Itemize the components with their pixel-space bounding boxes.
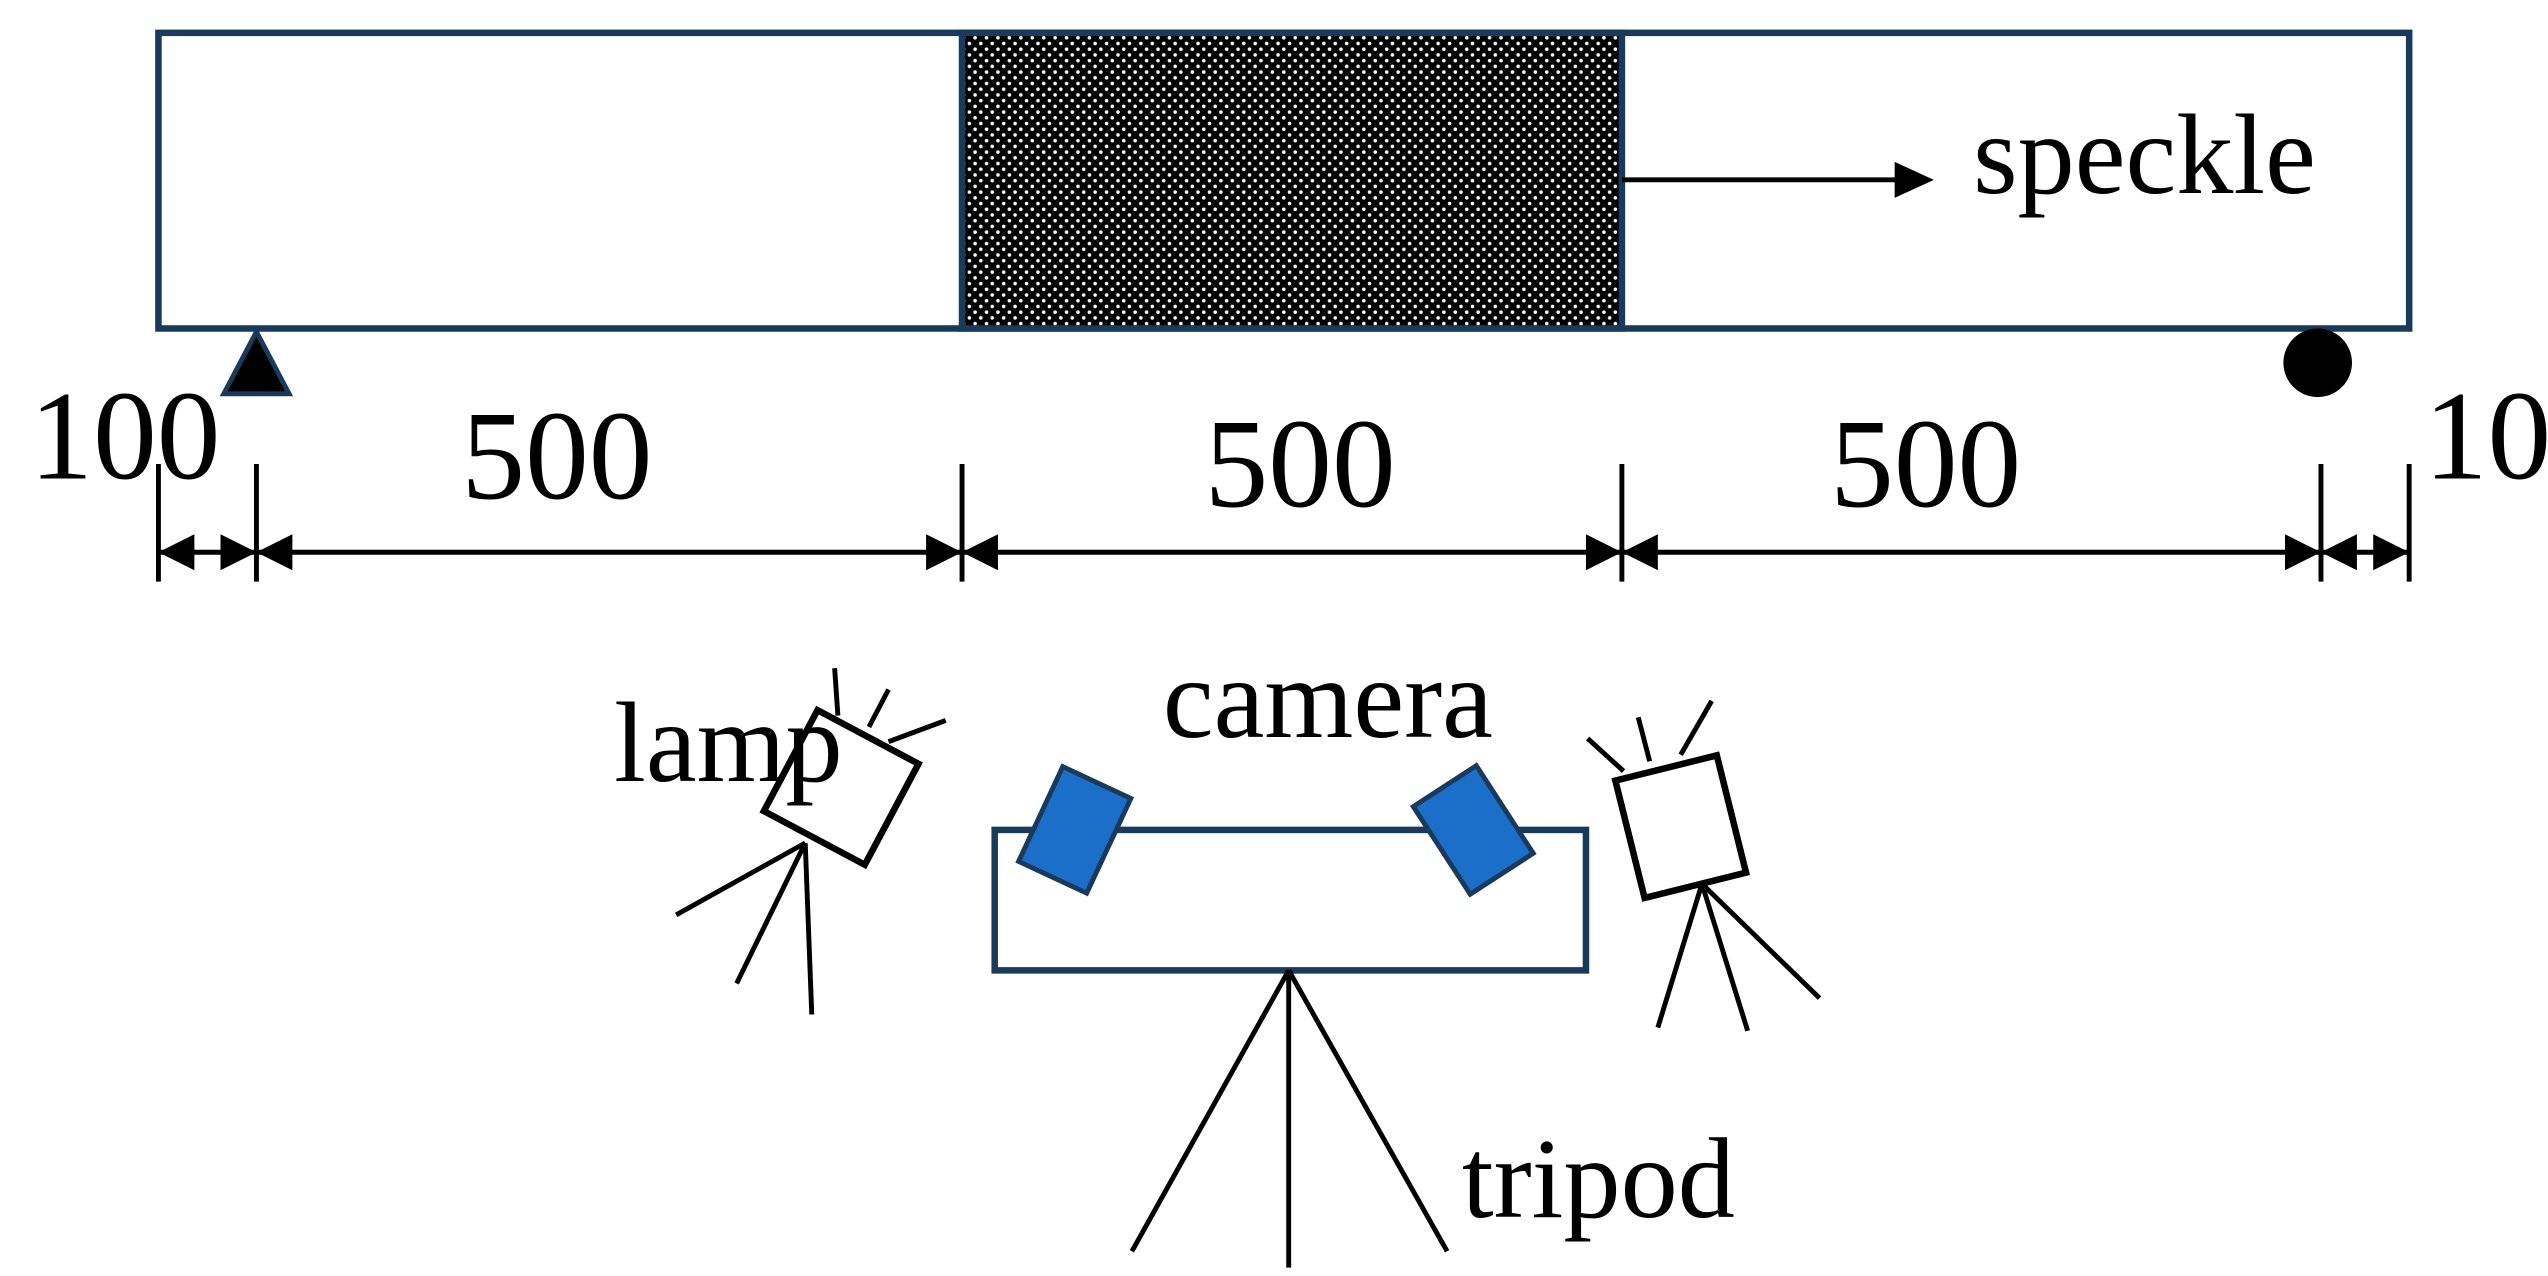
- left-lamp-rays: [832, 668, 947, 745]
- speckle-label: speckle: [1973, 91, 2316, 218]
- left-lamp-icon: [759, 705, 923, 870]
- right-lamp-stand: [1655, 882, 1822, 1032]
- dimension-arrowheads: [158, 534, 2410, 571]
- speckle-region: [958, 29, 1626, 332]
- roller-support-icon: [2283, 328, 2352, 398]
- arrowhead-icon: [1894, 161, 1934, 198]
- right-camera-icon: [1409, 762, 1537, 898]
- dim-right-overhang: 100: [2424, 365, 2548, 507]
- pin-support-icon: [219, 326, 294, 397]
- lamp-label: lamp: [614, 679, 843, 806]
- left-camera-icon: [1015, 763, 1135, 897]
- dim-span-mid: 500: [1205, 393, 1396, 535]
- dim-left-overhang: 100: [29, 365, 220, 507]
- camera-label: camera: [1163, 635, 1493, 762]
- left-lamp-stand: [675, 840, 815, 1015]
- dimension-line: [155, 464, 2412, 582]
- camera-tripod: [1129, 969, 1450, 1268]
- tripod-label: tripod: [1462, 1115, 1735, 1242]
- right-lamp-rays: [1585, 699, 1714, 773]
- dim-span-right: 500: [1830, 393, 2021, 535]
- right-lamp-icon: [1611, 751, 1750, 902]
- dim-span-left: 500: [461, 384, 652, 526]
